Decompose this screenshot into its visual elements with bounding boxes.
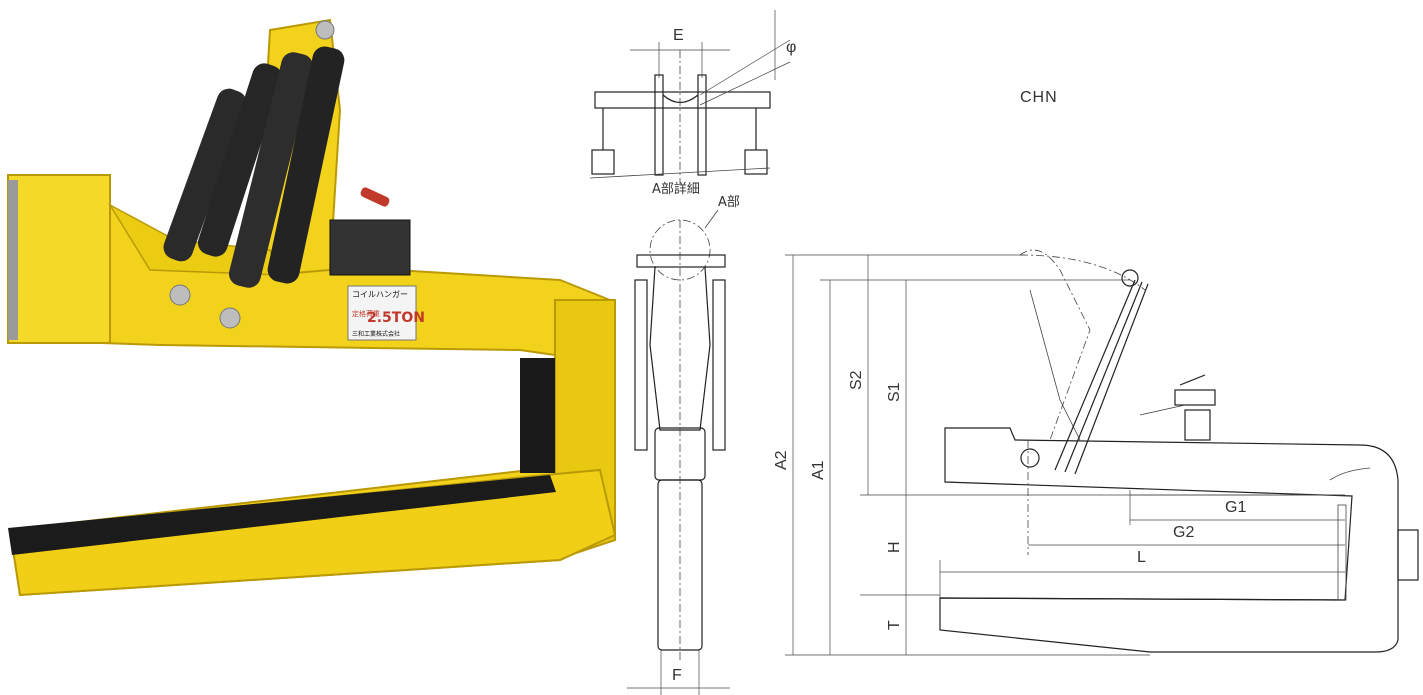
dim-s2-label: S2 [848,370,865,390]
technical-drawing: E φ A部詳細 A部 F [589,10,1419,695]
arm-end-block [7,174,111,344]
plate-maker: 三和工業株式会社 [352,330,400,338]
dim-s1-label: S1 [886,382,903,402]
dim-a1-label: A1 [810,460,827,480]
latch-block [329,219,411,276]
pivot-bolt [315,20,335,40]
dim-g1-label: G1 [1225,499,1246,516]
plate-label: 定格荷重 [352,309,380,318]
dim-l-label: L [1137,549,1146,566]
rating-plate: コイルハンガー 定格荷重 2.5TON 三和工業株式会社 [347,285,425,341]
dim-f-label: F [672,667,682,684]
dim-a2-label: A2 [773,450,790,470]
model-code: CHN [1020,89,1058,106]
plate-capacity: 2.5TON [367,310,425,326]
detail-a-caption: A部詳細 [652,181,700,197]
dim-h-label: H [886,541,903,553]
dim-g2-label: G2 [1173,524,1194,541]
latch-handle [360,187,390,207]
lower-rubber-pad [8,475,556,555]
dim-e-label: E [673,27,684,44]
product-photo: コイルハンガー 定格荷重 2.5TON 三和工業株式会社 [7,18,617,597]
spring-assembly [163,46,345,288]
detail-a-ref: A部 [718,195,740,210]
arm-end-face [8,180,18,340]
detail-a-view: E φ A部詳細 [589,10,796,197]
pivot-bolt [219,307,241,329]
pivot-bolt [169,284,191,306]
dim-phi-label: φ [786,39,796,56]
front-view: A2 A1 S2 S1 H T G1 G2 L CHN [773,89,1419,656]
side-view: A部 F [627,195,740,695]
plate-title: コイルハンガー [352,289,408,299]
dim-t-label: T [886,620,903,630]
back-rubber-pad [520,358,555,473]
